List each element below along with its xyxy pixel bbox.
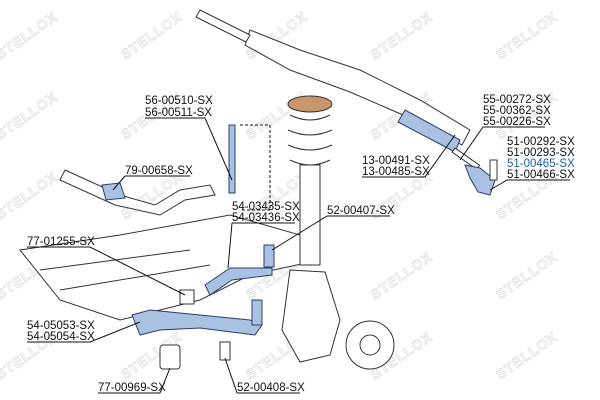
leader-inner-tie-rod — [362, 134, 456, 178]
label-inner-tie-rod-2: 13-00485-SX — [362, 166, 430, 178]
leader-link — [145, 117, 233, 181]
label-stab-bushing: 79-00658-SX — [125, 165, 193, 177]
watermark-logo: STELLOX — [493, 328, 561, 382]
watermark-logo: STELLOX — [368, 248, 436, 302]
lower-bushing — [159, 344, 181, 370]
coil-spring — [287, 114, 333, 166]
link-guide — [240, 124, 271, 211]
leader-upper-arm — [227, 222, 295, 269]
label-upper-arm-1: 54-03435-SX — [232, 201, 300, 213]
label-inner-tie-rod-1: 13-00491-SX — [362, 155, 430, 167]
leader-stab-bushing — [112, 175, 190, 191]
label-rack-boot-1: 55-00272-SX — [483, 94, 551, 106]
subframe — [19, 214, 321, 321]
watermark-logo: STELLOX — [368, 8, 436, 62]
label-arm-bushing: 77-01255-SX — [27, 236, 95, 248]
label-tie-rod-end-2: 51-00293-SX — [507, 147, 575, 159]
label-tie-rod-end-3: 51-00465-SX — [507, 158, 575, 170]
stabilizer-bar — [59, 169, 216, 216]
hub-center — [359, 334, 381, 356]
leader-tie-rod-end — [489, 179, 570, 191]
label-lower-bushing: 77-00969-SX — [98, 382, 166, 394]
upper-ball-joint — [263, 244, 275, 268]
strut-body — [299, 164, 321, 266]
strut-mount — [287, 95, 333, 113]
label-upper-arm-2: 54-03436-SX — [232, 212, 300, 224]
leader-lower-bushing — [98, 367, 171, 394]
label-link-1: 56-00510-SX — [145, 95, 213, 107]
label-ball-joint-lower: 52-00408-SX — [237, 382, 305, 394]
steering-knuckle — [281, 269, 341, 363]
label-tie-rod-end-1: 51-00292-SX — [507, 136, 575, 148]
arm-bushing — [179, 289, 195, 305]
watermark-logo: STELLOX — [0, 8, 60, 62]
leader-rack-boot — [459, 126, 545, 161]
watermark-logo: STELLOX — [493, 248, 561, 302]
label-tie-rod-end-4: 51-00466-SX — [507, 169, 575, 181]
watermark-logo: STELLOX — [118, 8, 186, 62]
watermark-logo: STELLOX — [0, 168, 60, 222]
label-link-2: 56-00511-SX — [145, 107, 212, 119]
label-rack-boot-3: 55-00226-SX — [483, 116, 551, 128]
leader-lower-arm — [27, 321, 141, 343]
watermark-logo: STELLOX — [493, 8, 561, 62]
watermark-logo: STELLOX — [0, 88, 60, 142]
tie-rod-left — [195, 9, 251, 43]
label-lower-arm-1: 54-05053-SX — [27, 320, 95, 332]
stabilizer-link — [228, 124, 236, 194]
lower-arm — [131, 309, 263, 336]
stabilizer-bushing — [101, 182, 126, 201]
label-rack-boot-2: 55-00362-SX — [483, 105, 551, 117]
lower-ball-joint — [251, 299, 263, 326]
tie-rod-end — [464, 164, 496, 196]
leader-ball-joint-upper — [271, 215, 390, 251]
upper-arm — [204, 267, 273, 296]
label-ball-joint-upper: 52-00407-SX — [327, 205, 395, 217]
tie-rod-stud — [489, 159, 498, 181]
label-lower-arm-2: 54-05054-SX — [27, 331, 95, 343]
leader-arm-bushing — [27, 246, 186, 296]
leader-ball-joint-lower — [224, 357, 300, 394]
lower-ball-joint-part — [219, 341, 231, 361]
